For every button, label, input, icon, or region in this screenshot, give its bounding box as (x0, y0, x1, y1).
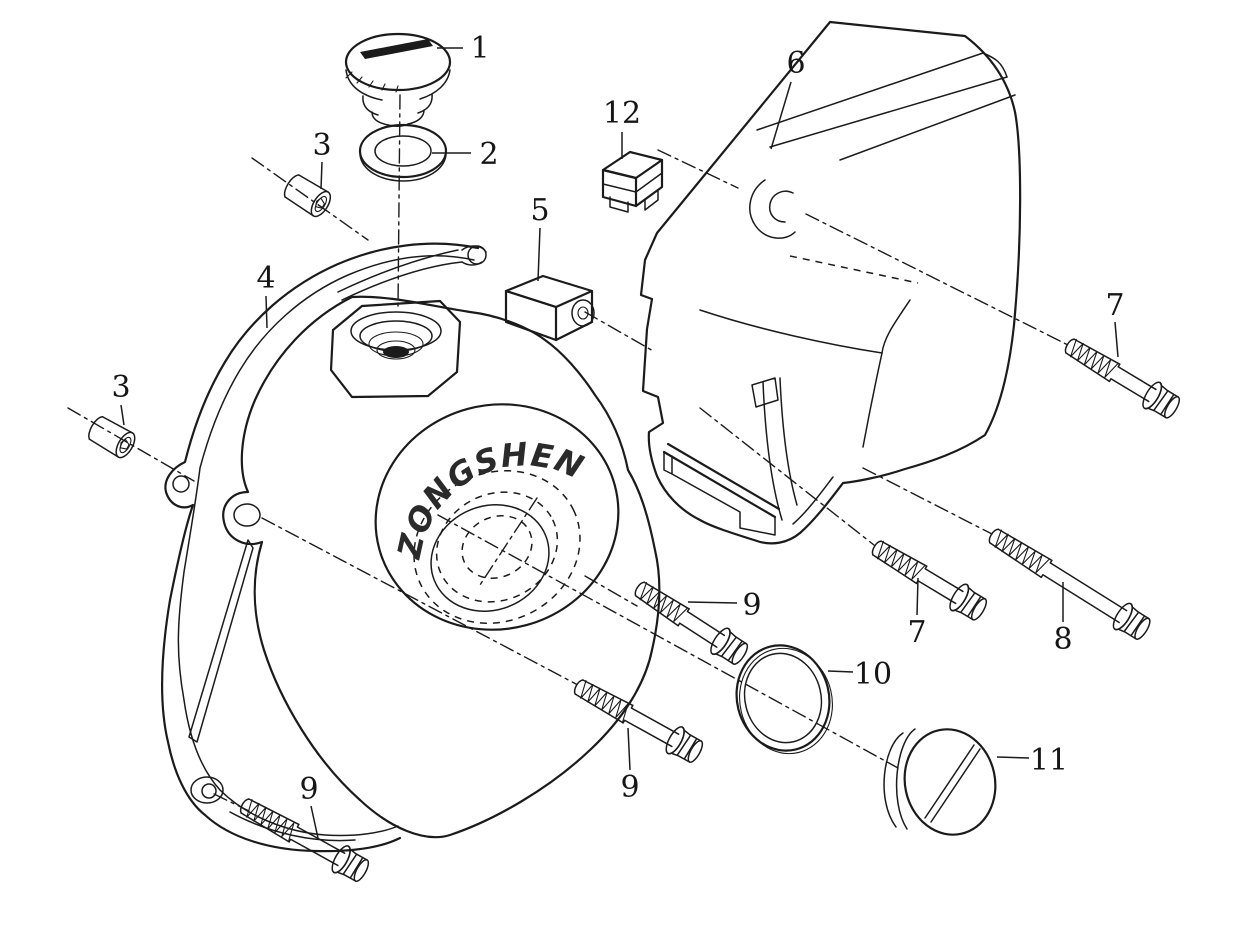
part-label-4-4: 4 (256, 261, 275, 296)
part-1-oil-filler-cap-drawing (344, 32, 452, 128)
part-label-5-5: 5 (530, 193, 549, 228)
part-2-o-ring-drawing (358, 123, 448, 182)
part-label-9-11: 9 (620, 770, 639, 805)
part-label-9-10: 9 (742, 588, 761, 623)
assembly-axis-2 (251, 157, 369, 241)
part-label-7-8: 7 (907, 615, 926, 650)
cover-center-boss (374, 403, 620, 631)
cover-front-bolt-hole (233, 503, 261, 527)
part-4-crankcase-cover-drawing (160, 242, 661, 853)
assembly-axis-3 (67, 407, 195, 482)
shroud-mount-hole (768, 190, 794, 223)
part-label-6-6: 6 (786, 46, 805, 81)
leader-line-part-4 (265, 295, 268, 329)
cap-slot (360, 39, 433, 59)
assembly-axis-1 (397, 94, 401, 309)
part-label-10-13: 10 (854, 657, 892, 692)
leader-line-part-9 (627, 727, 631, 771)
part-label-1-0: 1 (470, 31, 489, 66)
part-label-3-2: 3 (312, 128, 331, 163)
part-label-11-14: 11 (1030, 743, 1068, 778)
flange-bolt-1 (1058, 330, 1185, 424)
assembly-axis-6 (657, 149, 739, 189)
part-label-8-9: 8 (1053, 622, 1072, 657)
leader-line-part-5 (537, 227, 541, 282)
part-label-9-12: 9 (299, 772, 318, 807)
cap-screw-slot (924, 744, 981, 823)
part-12-damper-drawing (601, 150, 664, 213)
part-5-bracket-drawing (504, 274, 595, 342)
leader-line-part-7 (1114, 321, 1119, 358)
dowel-pin-2 (84, 412, 140, 462)
part-label-3-3: 3 (111, 370, 130, 405)
part-label-2-1: 2 (479, 137, 498, 172)
assembly-axis-5 (477, 497, 538, 589)
assembly-axis-7 (584, 311, 656, 353)
assembly-axis-11 (584, 575, 638, 607)
leader-line-part-6 (770, 81, 792, 150)
assembly-axis-13 (213, 793, 250, 812)
leader-line-part-11 (996, 756, 1030, 759)
assembly-axis-8 (805, 213, 1069, 346)
leader-line-part-10 (827, 670, 854, 673)
part-label-12-15: 12 (603, 96, 641, 131)
bracket-boss (571, 299, 595, 327)
part-11-cap-drawing (883, 728, 997, 836)
assembly-axis-9 (699, 407, 875, 546)
dowel-pin-1 (280, 170, 335, 221)
leader-line-part-3 (320, 161, 323, 190)
assembly-axis-10 (862, 467, 993, 535)
part-6-shroud-drawing (639, 20, 1022, 545)
gasket-ear-hole (172, 475, 190, 493)
filler-neck (329, 299, 462, 399)
assembly-axes-layer (67, 94, 1069, 812)
flange-bolt-2 (865, 532, 992, 626)
part-10-o-ring-drawing (735, 644, 833, 755)
flange-bolt-4 (628, 574, 753, 670)
cover-bottom-bolt-hole (201, 783, 217, 799)
part-label-7-7: 7 (1105, 288, 1124, 323)
leader-line-part-3 (120, 404, 125, 426)
leader-line-part-9 (310, 805, 319, 839)
leader-line-part-9 (687, 601, 738, 604)
leader-line-part-7 (916, 577, 919, 616)
assembly-axis-4 (437, 514, 899, 769)
assembly-axis-12 (261, 517, 577, 685)
flange-bolt-5 (568, 671, 708, 768)
